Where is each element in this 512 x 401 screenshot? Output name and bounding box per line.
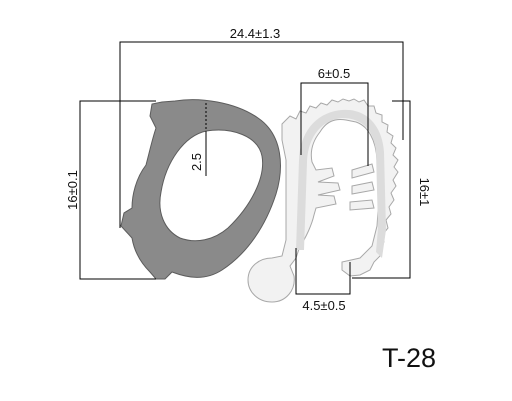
clip-insert [296,109,386,258]
dim-overall-width-label: 24.4±1.3 [230,26,281,41]
dim-bulb-height-line [79,100,156,280]
dim-clip-opening-label: 6±0.5 [318,66,350,81]
clip-fins [349,163,375,211]
dim-clip-base-label: 4.5±0.5 [302,298,345,313]
dim-bulb-height-label: 16±0.1 [65,170,80,210]
dim-clip-base-line [295,248,351,295]
dim-clip-height-line [352,100,411,279]
dim-overall-width-line [119,41,404,228]
dim-clip-height-label: 16±1 [417,178,432,207]
dim-clip-opening-line [300,82,369,166]
dim-bulb-wall-label: 2.5 [189,153,204,171]
clip-profile [247,98,399,303]
bulb-profile [120,99,281,280]
part-code: T-28 [382,343,436,373]
